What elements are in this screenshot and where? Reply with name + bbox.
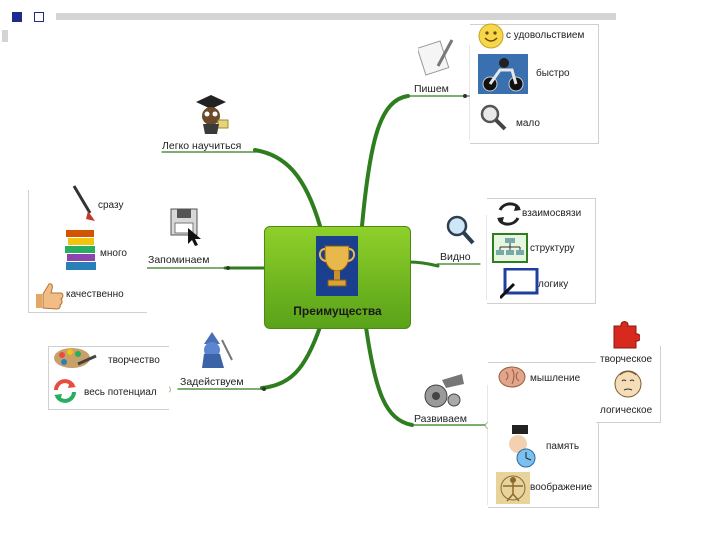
razvivaem-item-2[interactable]: память xyxy=(546,441,580,452)
brush-icon xyxy=(72,185,95,221)
branch-label-razvivaem[interactable]: Развиваем xyxy=(414,413,467,425)
thinking-type-1[interactable]: творческое xyxy=(600,354,653,365)
machine-gears-icon xyxy=(424,374,464,408)
thumbs-up-icon xyxy=(36,283,64,310)
floppy-disk-icon xyxy=(170,208,201,246)
zapominaem-item-1[interactable]: сразу xyxy=(98,200,124,211)
branch-dot-pishem xyxy=(463,94,467,98)
vidno-item-1[interactable]: взаимосвязи xyxy=(522,208,582,219)
brain-icon xyxy=(498,366,526,388)
thinking-type-2[interactable]: логическое xyxy=(600,405,653,416)
palette-icon xyxy=(54,348,97,368)
smiley-icon xyxy=(478,23,504,49)
branch-label-pishem[interactable]: Пишем xyxy=(414,83,449,95)
razvivaem-item-1[interactable]: мышление xyxy=(530,373,581,384)
vidno-item-2[interactable]: структуру xyxy=(530,243,575,254)
zapominaem-item-2[interactable]: много xyxy=(100,248,127,259)
search-magnifier-icon xyxy=(446,215,475,245)
slide-corner-square-dark xyxy=(12,12,22,22)
slide-top-bar xyxy=(56,13,616,20)
central-node[interactable]: Преимущества xyxy=(264,226,411,329)
puzzle-piece-icon xyxy=(613,321,640,349)
pishem-item-1[interactable]: с удовольствием xyxy=(506,30,585,41)
vidno-item-3[interactable]: логику xyxy=(538,279,569,290)
branch-label-vidno[interactable]: Видно xyxy=(440,251,471,263)
vitruvian-man-icon xyxy=(496,472,530,504)
magnifier-icon xyxy=(480,104,507,131)
graduate-owl-icon xyxy=(196,95,229,134)
central-node-title: Преимущества xyxy=(293,304,382,318)
slide-side-bar xyxy=(2,30,8,42)
slide-corner-square-light xyxy=(34,12,44,22)
memory-clock-icon xyxy=(509,425,536,468)
pishem-item-2[interactable]: быстро xyxy=(536,68,570,79)
writing-paper-icon xyxy=(418,39,454,76)
branch-dot-zapominaem xyxy=(226,266,230,270)
zadeistvuem-item-1[interactable]: творчество xyxy=(108,355,160,366)
branch-label-legko[interactable]: Легко научиться xyxy=(162,140,242,152)
cycle-arrows-icon xyxy=(497,202,521,226)
books-stack-icon xyxy=(65,230,96,270)
branch-label-zapominaem[interactable]: Запоминаем xyxy=(148,254,210,266)
pishem-item-3[interactable]: мало xyxy=(516,118,540,129)
refresh-cycle-icon xyxy=(54,379,76,403)
wizard-icon xyxy=(202,332,233,368)
zapominaem-item-3[interactable]: качественно xyxy=(66,289,124,300)
branch-label-zadeistvuem[interactable]: Задействуем xyxy=(180,376,244,388)
razvivaem-item-3[interactable]: воображение xyxy=(530,482,593,493)
trophy-icon xyxy=(316,236,358,296)
logic-board-icon xyxy=(500,268,539,300)
zadeistvuem-item-2[interactable]: весь потенциал xyxy=(84,387,157,398)
motorcycle-icon xyxy=(478,54,528,94)
structure-chart-icon xyxy=(492,233,528,263)
branch-dot-zadeistvuem xyxy=(262,387,266,391)
thinking-head-icon xyxy=(614,370,642,398)
